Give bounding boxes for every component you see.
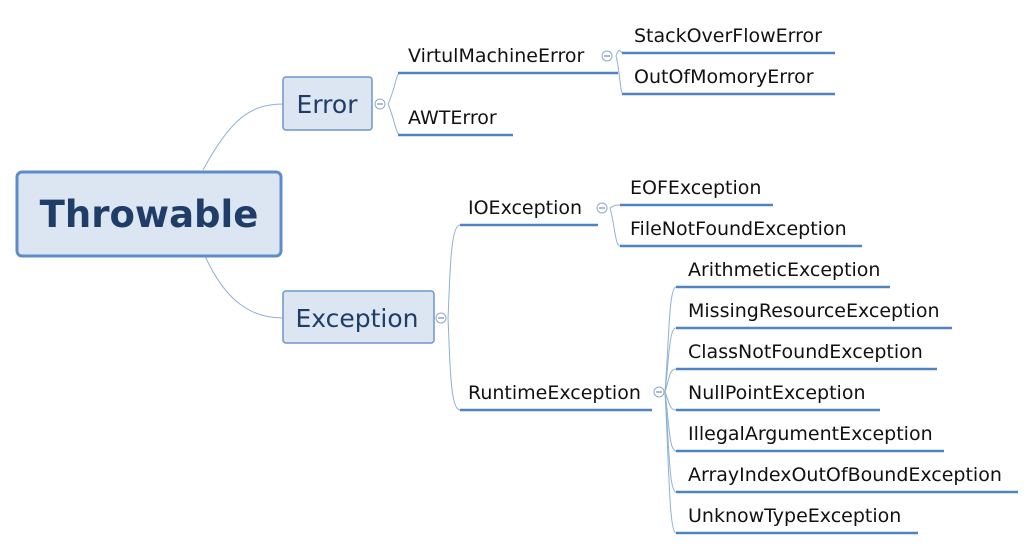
io-collapse-icon[interactable] bbox=[596, 202, 608, 214]
exception-node-box[interactable] bbox=[282, 290, 435, 344]
node-runtime-child[interactable]: IllegalArgumentException bbox=[688, 423, 933, 445]
connector-vme-stack bbox=[615, 49, 624, 57]
node-runtime-child[interactable]: ArithmeticException bbox=[688, 259, 880, 281]
runtime-collapse-icon[interactable] bbox=[653, 386, 665, 398]
exception-collapse-icon[interactable] bbox=[435, 312, 447, 324]
connector-error-awt bbox=[387, 103, 401, 136]
node-runtime-child[interactable]: ArrayIndexOutOfBoundException bbox=[688, 464, 1002, 486]
connector-exception-io bbox=[447, 224, 461, 319]
runtime-connectors bbox=[664, 286, 677, 534]
error-collapse-icon[interactable] bbox=[374, 98, 386, 110]
connector-root-exception bbox=[204, 255, 284, 319]
connector-runtime-child bbox=[664, 391, 677, 534]
root-node-box[interactable] bbox=[15, 170, 283, 258]
connector-runtime-child bbox=[664, 286, 677, 393]
connector-exception-runtime bbox=[447, 317, 461, 411]
runtime-underlines bbox=[676, 285, 1018, 535]
node-runtime-child[interactable]: ClassNotFoundException bbox=[688, 341, 923, 363]
connector-io-fnf bbox=[609, 207, 621, 247]
connector-root-error bbox=[202, 103, 284, 171]
node-io-exception[interactable]: IOException bbox=[468, 197, 582, 219]
node-out-of-memory-error[interactable]: OutOfMomoryError bbox=[634, 66, 814, 88]
exception-node-label: Exception bbox=[295, 304, 418, 333]
node-stack-overflow-error[interactable]: StackOverFlowError bbox=[634, 25, 822, 47]
connector-runtime-child bbox=[664, 391, 677, 411]
root-node-label: Throwable bbox=[40, 193, 259, 236]
connector-runtime-child bbox=[664, 327, 677, 393]
node-runtime-child[interactable]: MissingResourceException bbox=[688, 300, 940, 322]
node-runtime-child[interactable]: NullPointException bbox=[688, 382, 866, 404]
node-awt-error[interactable]: AWTError bbox=[408, 107, 497, 129]
node-file-not-found-exception[interactable]: FileNotFoundException bbox=[630, 218, 847, 240]
node-runtime-exception[interactable]: RuntimeException bbox=[468, 382, 641, 404]
node-runtime-child[interactable]: UnknowTypeException bbox=[688, 505, 901, 527]
connector-io-eof bbox=[609, 204, 621, 209]
error-node-label: Error bbox=[297, 90, 359, 119]
error-node-box[interactable] bbox=[282, 76, 373, 131]
connector-error-vme bbox=[387, 72, 401, 105]
connector-vme-oom bbox=[615, 55, 624, 95]
node-virtual-machine-error[interactable]: VirtulMachineError bbox=[408, 45, 584, 67]
connector-runtime-child bbox=[664, 368, 677, 393]
vme-collapse-icon[interactable] bbox=[601, 50, 613, 62]
node-eof-exception[interactable]: EOFException bbox=[630, 177, 761, 199]
runtime-children: ArithmeticExceptionMissingResourceExcept… bbox=[688, 259, 1002, 527]
